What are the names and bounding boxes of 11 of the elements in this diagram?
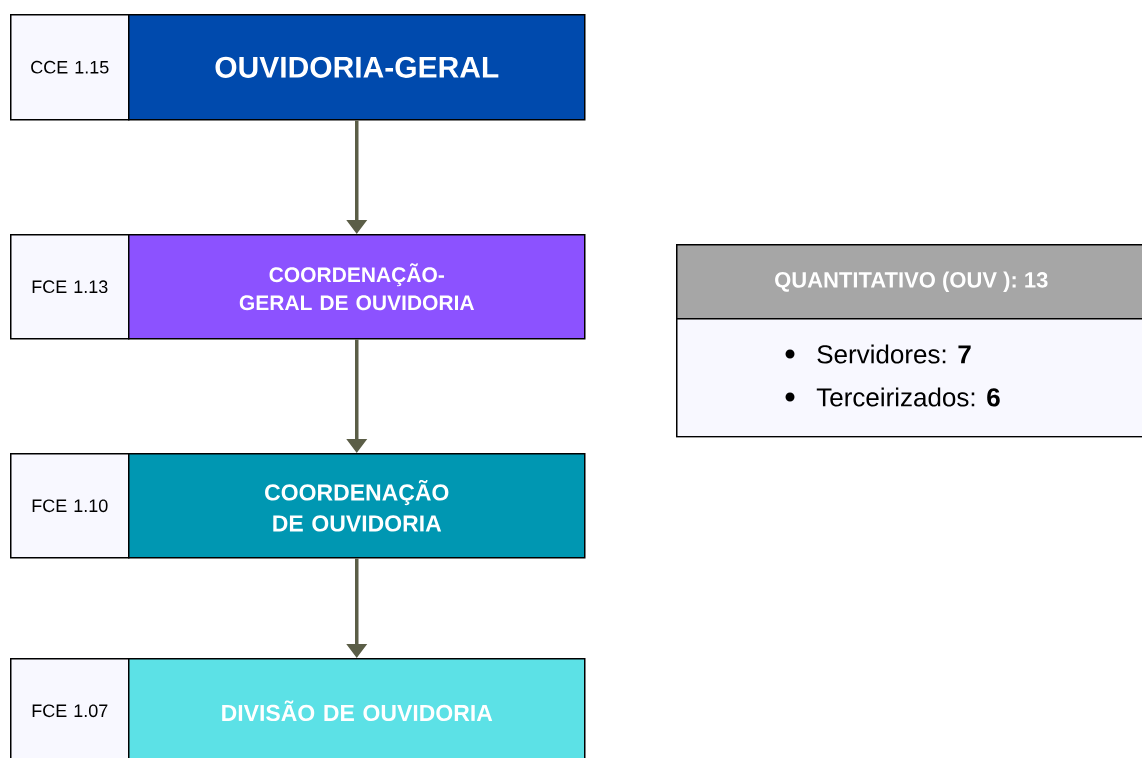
code-box: FCE 1.10 — [10, 453, 130, 559]
bullet-item: Servidores: 7 — [817, 344, 971, 364]
unit-box: COORDENAÇÃO DE OUVIDORIA — [128, 453, 586, 559]
panel-header: QUANTITATIVO (OUV ): 13 — [676, 244, 1142, 320]
bullet-item: Terceirizados: 6 — [816, 387, 1000, 407]
code-box: FCE 1.13 — [10, 234, 130, 340]
unit-box: DIVISÃO DE OUVIDORIA — [128, 658, 586, 758]
code-box: FCE 1.07 — [10, 658, 130, 758]
unit-box: COORDENAÇÃO-GERAL DE OUVIDORIA — [128, 234, 586, 340]
unit-box: OUVIDORIA-GERAL — [128, 14, 586, 121]
code-box: CCE 1.15 — [10, 14, 130, 121]
